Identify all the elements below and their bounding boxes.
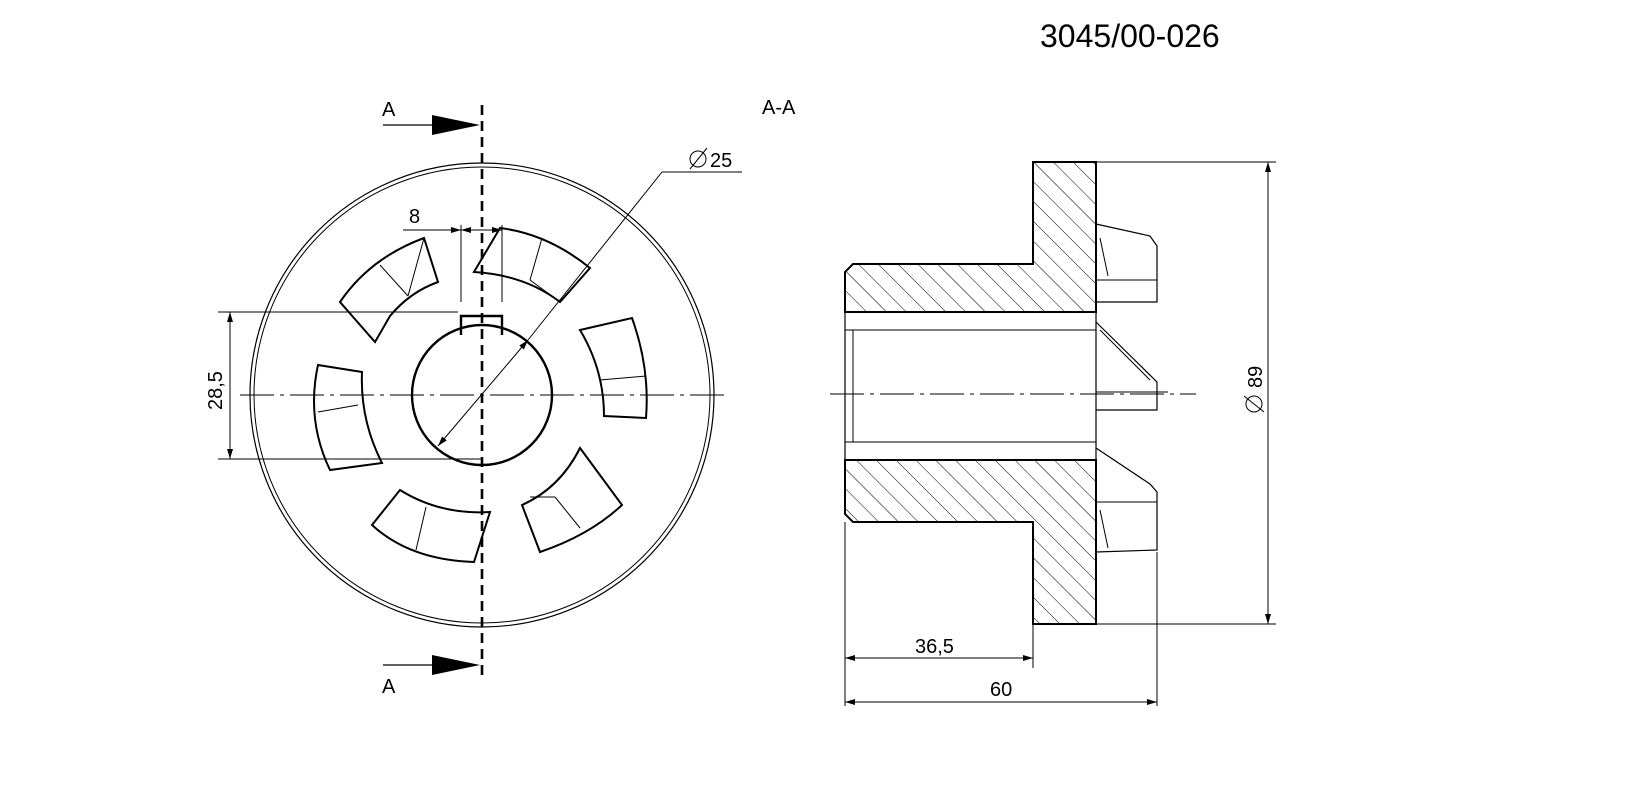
section-arrow-bottom: A [382,655,480,698]
pocket-left [313,363,384,472]
section-view-label: A-A [762,97,796,119]
dim-bore-diameter: 25 [437,147,742,447]
section-marker-bottom: A [382,676,396,698]
section-hatch-lower [844,459,1097,625]
front-view: A A 8 25 [205,99,742,698]
pockets [313,226,648,564]
drawing-number: 3045/00-026 [1040,18,1220,54]
claw-teeth [1095,223,1168,553]
keyway-width-value: 8 [409,206,420,228]
overall-length-value: 60 [990,679,1012,701]
dim-key-height: 28,5 [205,311,482,460]
dim-keyway-width: 8 [403,206,503,302]
key-height-value: 28,5 [205,371,227,410]
dim-overall-length: 60 [845,552,1158,706]
diameter-icon [689,147,708,170]
outer-diameter-value: 89 [1245,366,1267,388]
section-bore [844,311,1097,461]
pocket-bottom-right [520,446,624,554]
bore-diameter-value: 25 [710,150,732,172]
section-view: A-A [762,97,1276,706]
pocket-top [472,226,592,304]
section-marker-top: A [382,99,396,121]
section-arrow-top: A [382,99,480,135]
dim-hub-length: 36,5 [844,522,1034,706]
hub-length-value: 36,5 [915,636,954,658]
pocket-bottom [370,488,492,564]
pocket-right [578,316,648,420]
dim-outer-diameter: 89 [1096,161,1276,625]
diameter-icon [1243,395,1265,413]
pocket-top-left [338,236,440,344]
section-hatch-upper [844,161,1097,313]
